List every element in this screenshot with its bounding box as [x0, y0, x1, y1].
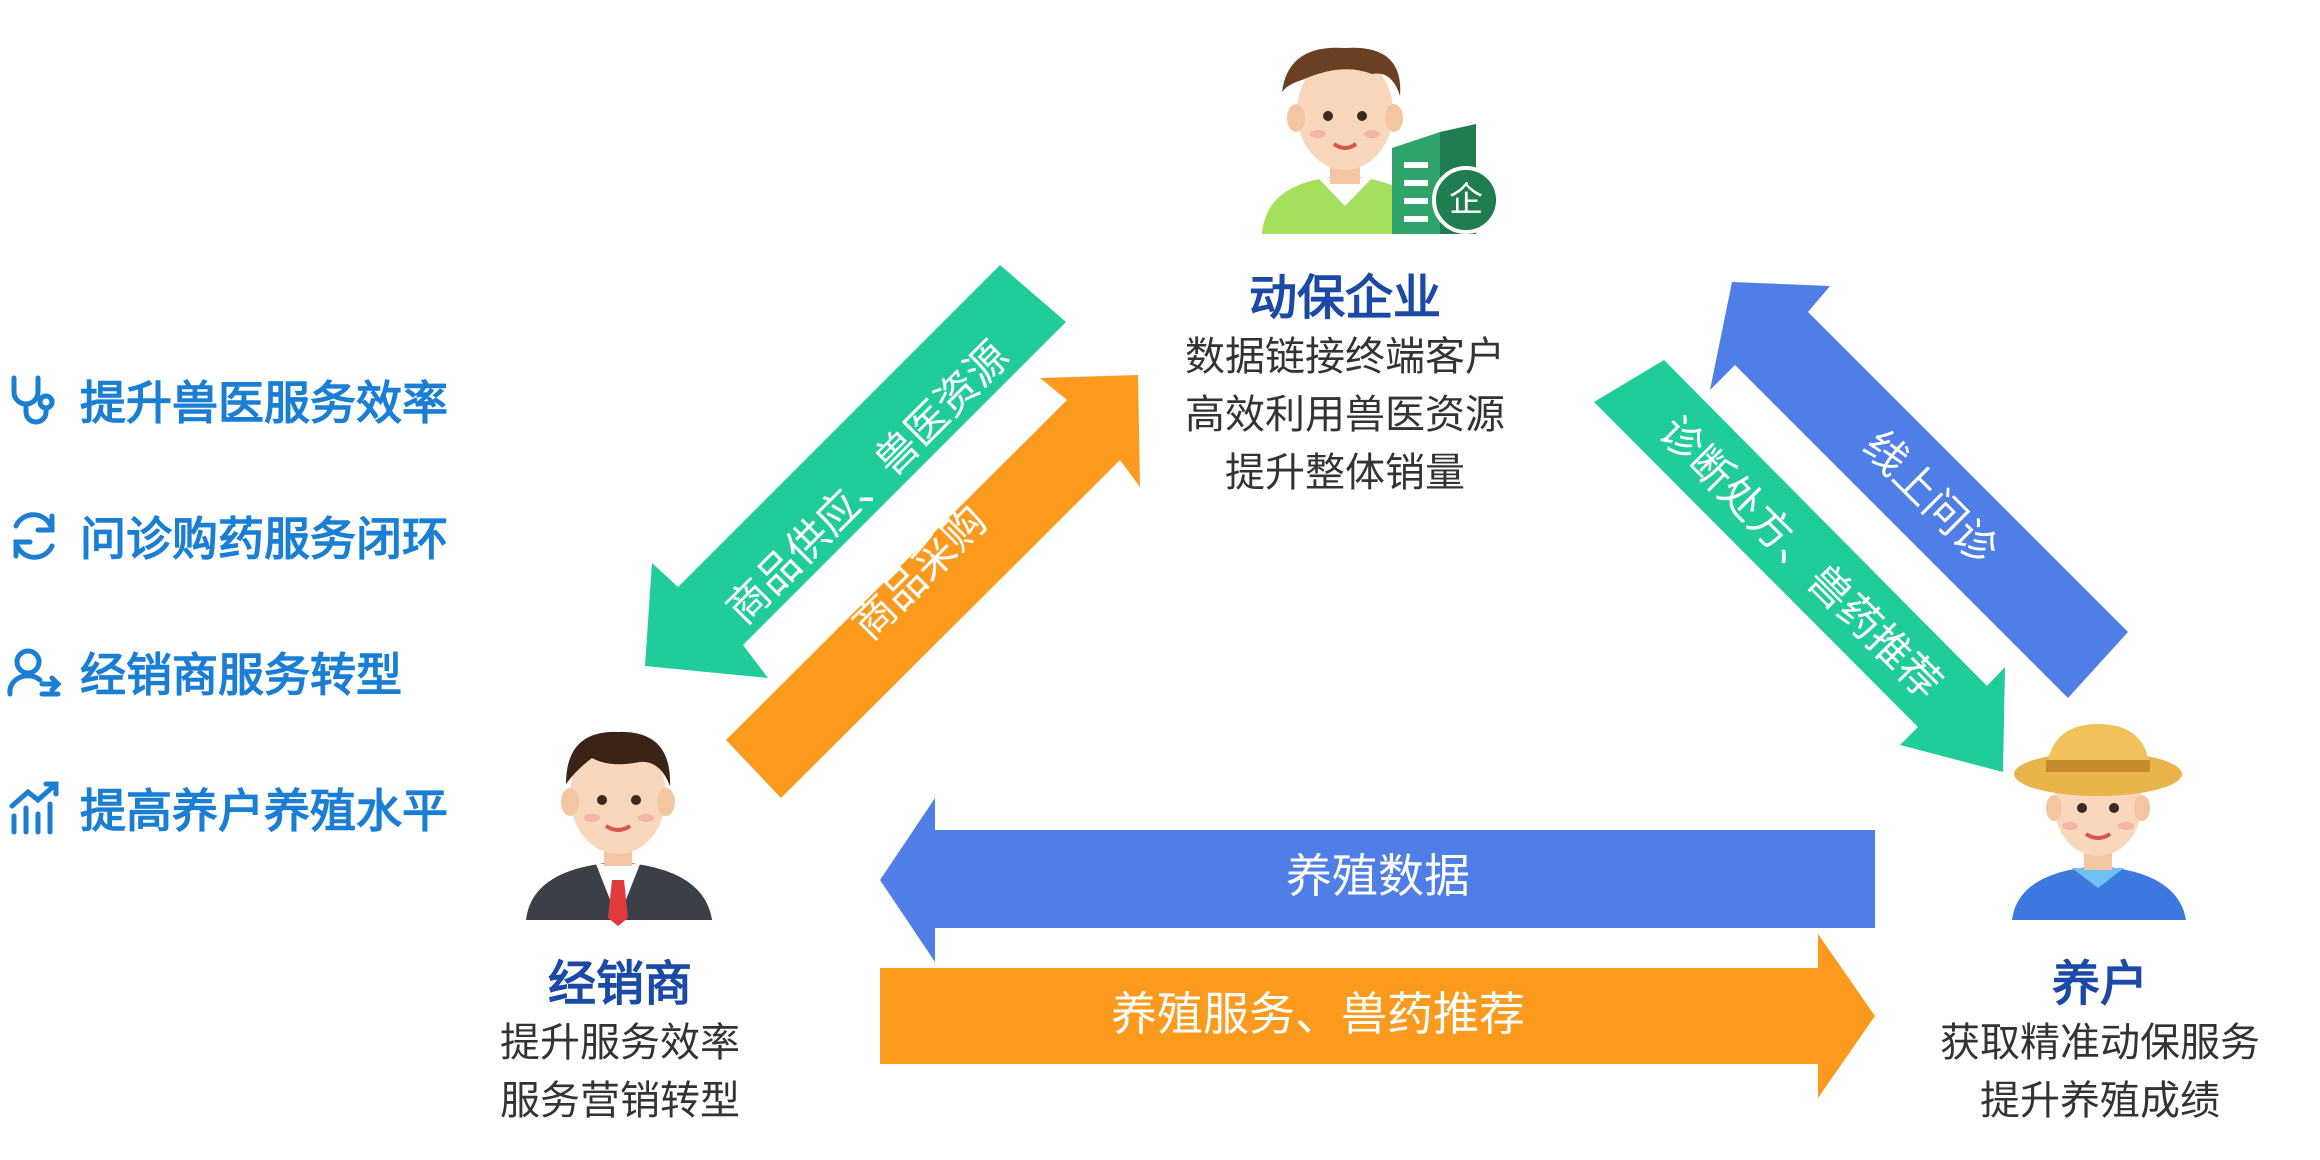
dealer-desc-line: 服务营销转型 — [500, 1079, 740, 1123]
dealer-avatar — [526, 731, 712, 926]
farmer-avatar — [2012, 724, 2186, 920]
enterprise-description: 数据链接终端客户 高效利用兽医资源 提升整体销量 — [1185, 328, 1505, 502]
farmer-title: 养户 — [2051, 958, 2148, 1011]
refresh-cycle-icon — [4, 506, 64, 566]
enterprise-title: 动保企业 — [1248, 272, 1441, 325]
user-transfer-icon — [4, 642, 64, 702]
dealer-description: 提升服务效率 服务营销转型 — [478, 1014, 762, 1130]
benefit-label: 经销商服务转型 — [80, 649, 402, 701]
benefit-dealer-transform: 经销商服务转型 — [4, 640, 402, 704]
farmer-description: 获取精准动保服务 提升养殖成绩 — [1930, 1014, 2270, 1130]
benefit-label: 问诊购药服务闭环 — [80, 513, 448, 565]
dealer-desc-line: 提升服务效率 — [500, 1021, 740, 1065]
enterprise-desc-line: 提升整体销量 — [1225, 451, 1465, 495]
stethoscope-icon — [4, 370, 64, 430]
enterprise-avatar: 企 — [1262, 47, 1500, 234]
benefit-vet-efficiency: 提升兽医服务效率 — [4, 368, 448, 432]
enterprise-badge: 企 — [1449, 181, 1483, 219]
benefit-farming-level: 提高养户养殖水平 — [4, 776, 448, 840]
flow-arrow-farmer-to-dealer: 养殖数据 — [880, 798, 1875, 962]
flow-arrow-dealer-to-farmer: 养殖服务、兽药推荐 — [880, 934, 1875, 1098]
benefit-service-loop: 问诊购药服务闭环 — [4, 504, 448, 568]
enterprise-desc-line: 数据链接终端客户 — [1185, 335, 1505, 379]
farmer-desc-line: 获取精准动保服务 — [1940, 1021, 2260, 1065]
enterprise-desc-line: 高效利用兽医资源 — [1185, 393, 1505, 437]
flow-label-farmer-to-dealer: 养殖数据 — [1286, 850, 1470, 902]
farmer-desc-line: 提升养殖成绩 — [1980, 1079, 2220, 1123]
dealer-title: 经销商 — [547, 958, 692, 1011]
flow-label-dealer-to-farmer: 养殖服务、兽药推荐 — [1111, 988, 1525, 1040]
benefit-label: 提升兽医服务效率 — [80, 377, 448, 429]
growth-chart-icon — [4, 778, 64, 838]
benefit-label: 提高养户养殖水平 — [80, 785, 448, 837]
